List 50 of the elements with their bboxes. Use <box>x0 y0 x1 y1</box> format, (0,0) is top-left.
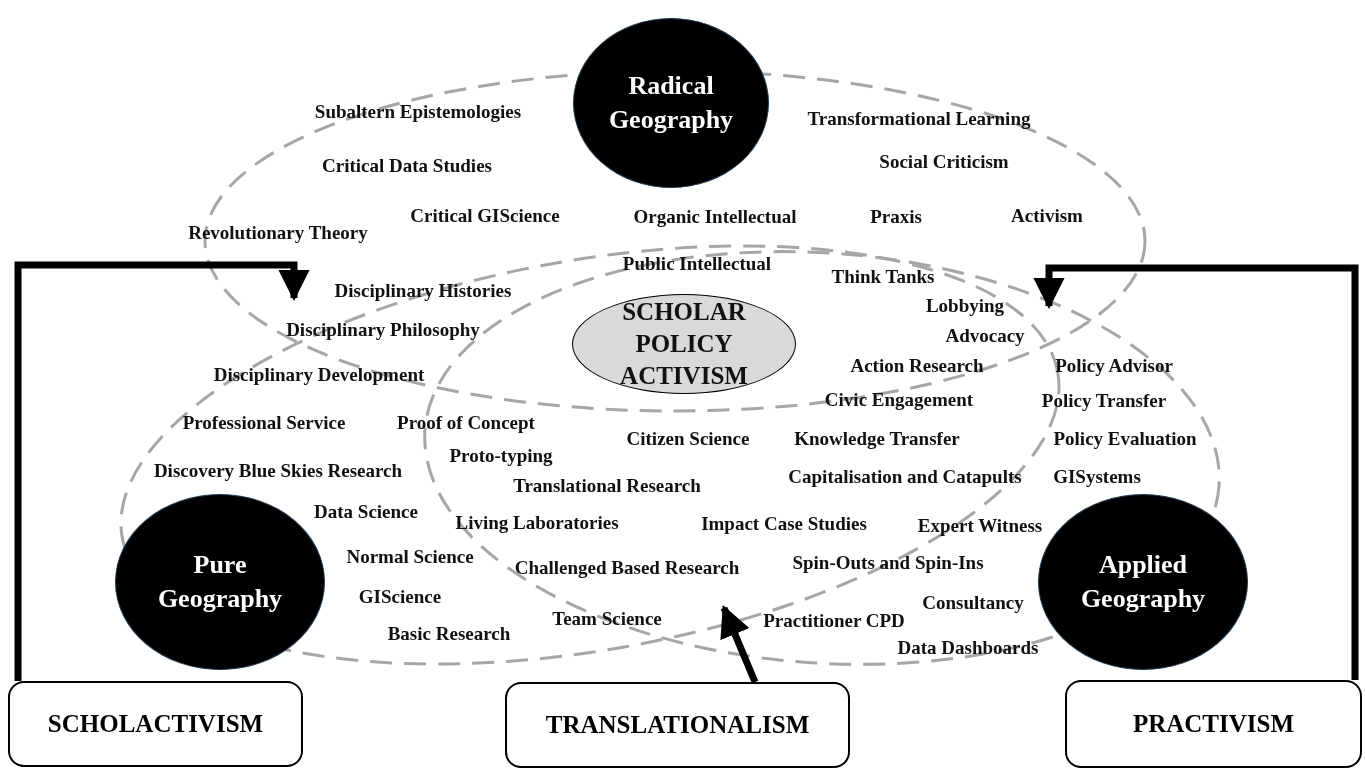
concept-label: Consultancy <box>922 592 1024 614</box>
concept-label: Spin-Outs and Spin-Ins <box>792 552 984 574</box>
concept-label: Challenged Based Research <box>514 557 740 579</box>
central-ellipse: SCHOLAR POLICY ACTIVISM <box>572 294 796 394</box>
concept-label: GISystems <box>1053 466 1141 488</box>
arrow <box>14 261 310 681</box>
concept-label: Subaltern Epistemologies <box>314 101 522 123</box>
concept-label: Discovery Blue Skies Research <box>153 460 403 482</box>
concept-label: Data Dashboards <box>897 637 1039 659</box>
concept-label: Living Laboratories <box>455 512 619 534</box>
concept-label: Translational Research <box>513 475 701 497</box>
approach-box: SCHOLACTIVISM <box>8 681 303 767</box>
concept-label: Civic Engagement <box>824 389 974 411</box>
concept-label: Lobbying <box>925 295 1005 317</box>
concept-label: Disciplinary Development <box>213 364 425 386</box>
concept-label: Data Science <box>314 501 418 523</box>
approach-box: PRACTIVISM <box>1065 680 1362 768</box>
concept-label: Transformational Learning <box>807 108 1031 130</box>
concept-label: Action Research <box>850 355 984 377</box>
concept-label: Policy Advisor <box>1055 355 1173 377</box>
concept-label: Professional Service <box>182 412 346 434</box>
concept-label: Team Science <box>552 608 662 630</box>
concept-label: Praxis <box>870 206 922 228</box>
concept-label: Proto-typing <box>449 445 553 467</box>
concept-label: Disciplinary Philosophy <box>286 319 480 341</box>
arrow <box>720 605 759 684</box>
concept-label: Citizen Science <box>626 428 750 450</box>
concept-label: Critical GIScience <box>410 205 560 227</box>
concept-label: GIScience <box>358 586 442 608</box>
concept-label: Impact Case Studies <box>701 513 867 535</box>
concept-label: Basic Research <box>387 623 511 645</box>
concept-label: Proof of Concept <box>397 412 535 434</box>
concept-label: Practitioner CPD <box>763 610 905 632</box>
arrow <box>1033 264 1359 680</box>
concept-label: Activism <box>1011 205 1083 227</box>
concept-label: Public Intellectual <box>622 253 772 275</box>
concept-label: Disciplinary Histories <box>334 280 512 302</box>
concept-label: Critical Data Studies <box>322 155 492 177</box>
concept-label: Policy Transfer <box>1041 390 1167 412</box>
approach-box: TRANSLATIONALISM <box>505 682 850 768</box>
geography-ellipse: Radical Geography <box>573 18 769 188</box>
concept-label: Social Criticism <box>879 151 1009 173</box>
concept-label: Advocacy <box>945 325 1025 347</box>
concept-label: Think Tanks <box>831 266 935 288</box>
concept-label: Capitalisation and Catapults <box>788 466 1022 488</box>
concept-label: Normal Science <box>346 546 474 568</box>
concept-label: Knowledge Transfer <box>794 428 960 450</box>
concept-label: Policy Evaluation <box>1053 428 1197 450</box>
concept-label: Organic Intellectual <box>633 206 797 228</box>
concept-label: Revolutionary Theory <box>188 222 368 244</box>
